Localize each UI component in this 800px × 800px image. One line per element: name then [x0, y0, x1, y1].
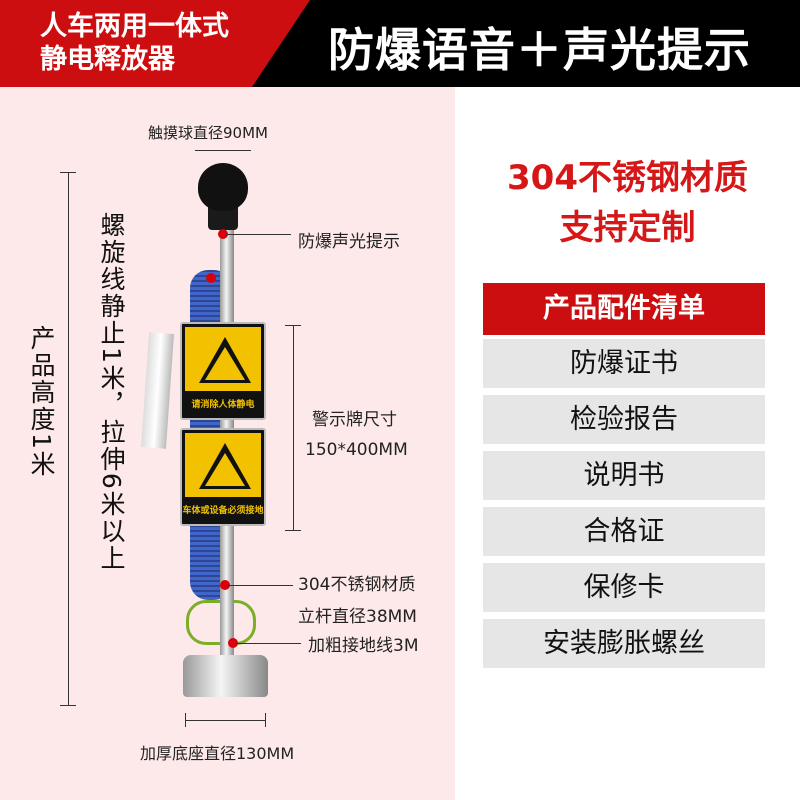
base-diameter-label: 加厚底座直径130MM	[140, 744, 295, 763]
accessory-item: 安装膨胀螺丝	[483, 619, 765, 668]
header-feature: 防爆语音＋声光提示	[328, 23, 751, 77]
sign1-text: 请消除人体静电	[191, 400, 255, 410]
sign-size-label: 警示牌尺寸	[312, 410, 397, 430]
touch-ball	[198, 163, 248, 211]
sign2-text: 车体或设备必须接地	[182, 506, 264, 516]
ball-diameter-label: 触摸球直径90MM	[148, 124, 268, 142]
accessory-list-title: 产品配件清单	[483, 283, 765, 335]
height-dimension-line	[68, 172, 69, 705]
pole-diameter-label: 立杆直径38MM	[298, 607, 417, 627]
light-label: 防爆声光提示	[298, 232, 400, 252]
accessory-item: 检验报告	[483, 395, 765, 444]
customization-headline: 支持定制	[559, 208, 696, 248]
header-product-name: 人车两用一体式 静电释放器	[40, 10, 229, 76]
accessory-item: 防爆证书	[483, 339, 765, 388]
warning-sign-static: 请消除人体静电	[180, 322, 266, 420]
accessory-item: 合格证	[483, 507, 765, 556]
pole-base	[183, 655, 268, 697]
sign-size: 150*400MM	[305, 440, 408, 460]
header-red-block	[0, 0, 310, 87]
warning-sign-ground: 车体或设备必须接地	[180, 428, 266, 526]
accessory-item: 保修卡	[483, 563, 765, 612]
ball-dimension-line	[195, 150, 251, 151]
sign-dimension-line	[293, 325, 294, 530]
height-label: 产品高度1米	[27, 325, 56, 478]
header-line1: 人车两用一体式	[40, 11, 229, 42]
material-headline: 304不锈钢材质	[507, 158, 748, 198]
leader-line	[226, 234, 291, 235]
coil-label: 螺旋线静止1米，拉伸6米以上	[97, 212, 126, 572]
leader-line	[228, 585, 293, 586]
header-banner: 人车两用一体式 静电释放器 防爆语音＋声光提示	[0, 0, 800, 87]
marker-dot	[220, 580, 230, 590]
ground-wire-label: 加粗接地线3M	[308, 636, 419, 656]
height-tick-bottom	[60, 705, 76, 706]
base-dimension-line	[185, 720, 265, 721]
marker-dot	[228, 638, 238, 648]
marker-dot	[218, 229, 228, 239]
header-line2: 静电释放器	[40, 44, 175, 75]
material-label: 304不锈钢材质	[298, 575, 416, 595]
leader-line	[236, 643, 301, 644]
height-tick-top	[60, 172, 76, 173]
marker-dot	[206, 273, 216, 283]
accessory-item: 说明书	[483, 451, 765, 500]
